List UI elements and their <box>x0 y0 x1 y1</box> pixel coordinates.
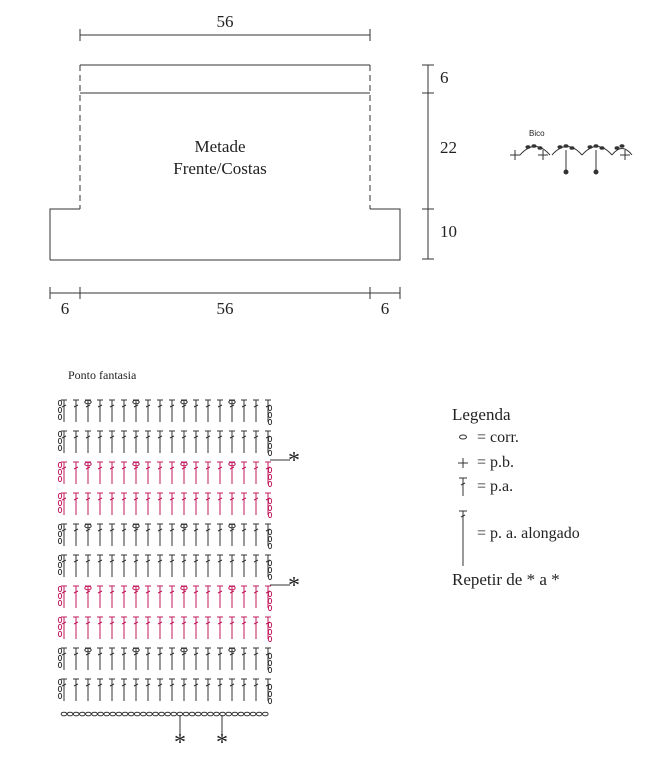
repeat-asterisk-4: * <box>216 730 228 756</box>
chart-row <box>57 523 273 550</box>
repeat-asterisk-2: * <box>288 573 300 599</box>
height-mid-label: 22 <box>440 138 457 157</box>
top-width-label: 56 <box>216 12 234 31</box>
body-outline <box>49 64 401 261</box>
bottom-left-label: 6 <box>60 299 70 318</box>
chart-row <box>57 585 273 612</box>
stitch-chart <box>57 399 273 717</box>
legend-title: Legenda <box>452 405 511 424</box>
schematic-title-line1: Metade <box>194 137 246 156</box>
legend-repeat-text: Repetir de * a * <box>452 570 560 589</box>
legend-corr-text: = corr. <box>477 429 519 446</box>
chart-row <box>57 461 273 488</box>
chart-row <box>57 492 273 519</box>
legend-pa-alongado-text: = p. a. alongado <box>477 525 580 542</box>
chart-row <box>57 647 273 674</box>
chart-row <box>57 678 273 705</box>
height-bottom-label: 10 <box>440 222 457 241</box>
schematic-title-line2: Frente/Costas <box>173 159 267 178</box>
repeat-asterisk-3: * <box>174 730 186 756</box>
height-top-label: 6 <box>440 68 449 87</box>
pa-symbol-icon <box>459 477 467 496</box>
foundation-chain <box>60 711 269 717</box>
chart-row <box>57 399 273 426</box>
bottom-middle-label: 56 <box>216 299 234 318</box>
pa-alongado-symbol-icon <box>459 510 467 566</box>
repeat-asterisk-1: * <box>288 448 300 474</box>
corr-symbol-icon <box>459 434 467 440</box>
chart-row <box>57 554 273 581</box>
bottom-right-label: 6 <box>380 299 390 318</box>
legend-pa-text: = p.a. <box>477 478 514 495</box>
chart-title: Ponto fantasia <box>68 368 137 382</box>
chart-row <box>57 616 273 643</box>
legend-pb-text: = p.b. <box>477 454 515 471</box>
bico-edging-diagram <box>510 144 633 175</box>
chart-row <box>57 430 273 457</box>
bico-label: Bico <box>529 129 545 138</box>
pb-symbol-icon <box>458 458 468 468</box>
legend-symbols <box>458 434 468 566</box>
